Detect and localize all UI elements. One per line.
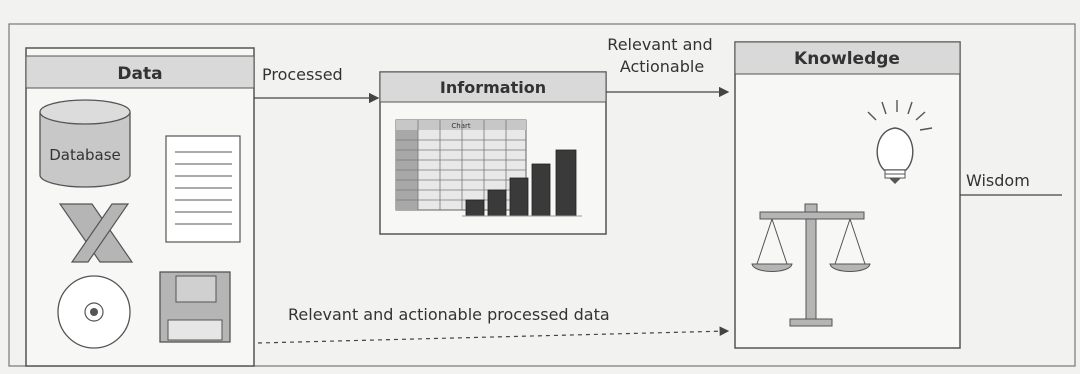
knowledge-title: Knowledge (794, 49, 900, 69)
spreadsheet-x-icon (58, 203, 134, 263)
cd-disc-icon (57, 275, 131, 349)
data-header (25, 55, 255, 89)
data-title: Data (117, 64, 162, 84)
database-label: Database (49, 146, 121, 164)
knowledge-header (734, 41, 961, 75)
bar-chart-icon (462, 149, 582, 217)
data-box: Data Database (25, 47, 255, 367)
database-icon: Database (39, 99, 131, 188)
bar-3 (509, 177, 529, 217)
bar-5 (555, 149, 577, 217)
outer-frame (8, 23, 1076, 367)
edge-relevant-actionable-line2: Actionable (620, 57, 704, 76)
edge-processed-label: Processed (262, 65, 343, 84)
information-header (379, 71, 607, 103)
edge-wisdom: Wisdom (960, 171, 1062, 196)
table-chart-icon: Chart (395, 119, 527, 211)
bar-4 (531, 163, 551, 217)
edge-relevant-processed-data-label: Relevant and actionable processed data (288, 305, 610, 324)
edge-relevant-processed-data: Relevant and actionable processed data (257, 305, 730, 344)
edge-wisdom-label: Wisdom (966, 171, 1030, 190)
bar-1 (465, 199, 485, 217)
information-title: Information (440, 78, 546, 97)
knowledge-box: Knowledge (734, 41, 961, 349)
edge-processed: Processed (254, 65, 380, 104)
floppy-disk-icon (159, 271, 231, 343)
information-box: Information Chart (379, 71, 607, 235)
document-icon (165, 135, 241, 243)
edge-relevant-actionable-line1: Relevant and (607, 35, 712, 54)
bar-2 (487, 189, 507, 217)
lightbulb-icon (867, 100, 933, 184)
edge-relevant-actionable: Relevant and Actionable (606, 35, 730, 98)
balance-scale-icon (751, 203, 871, 327)
table-chart-header: Chart (451, 122, 470, 130)
